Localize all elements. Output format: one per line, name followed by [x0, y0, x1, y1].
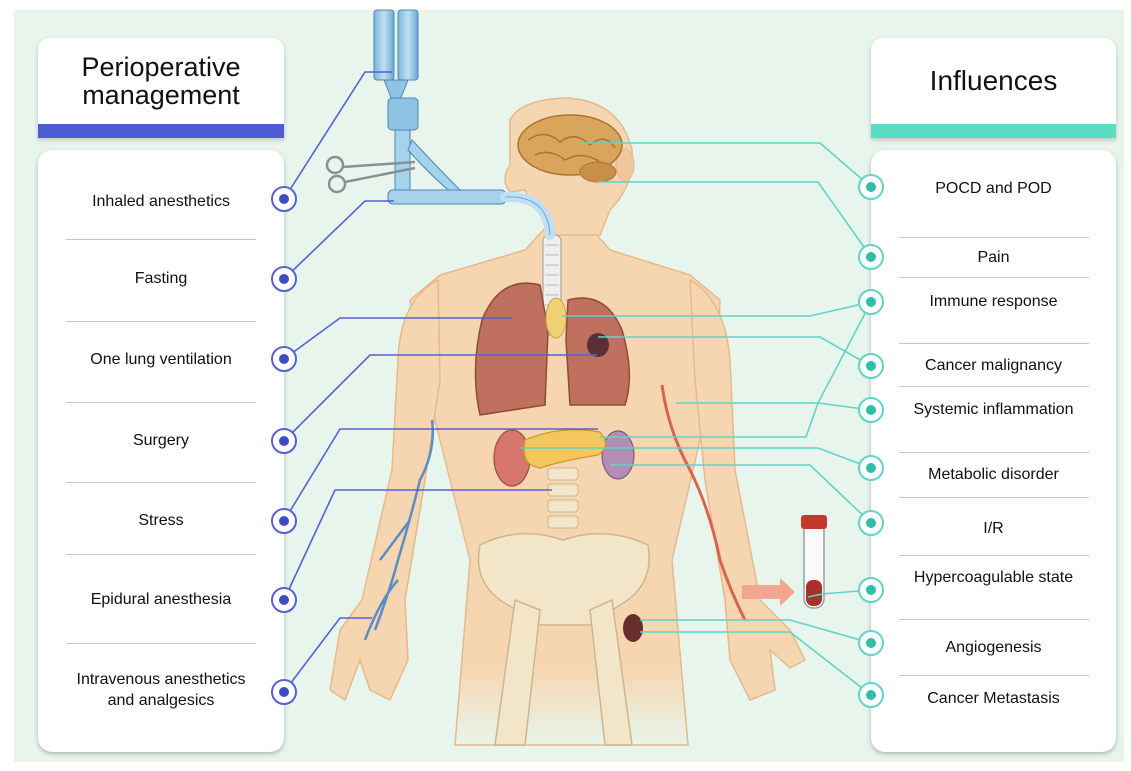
- marker-icon: [859, 631, 883, 655]
- marker-icon: [859, 175, 883, 199]
- marker-icon: [859, 354, 883, 378]
- spleen-icon: [602, 431, 634, 479]
- marker-icon: [859, 290, 883, 314]
- right-markers: [859, 175, 883, 707]
- marker-icon: [859, 683, 883, 707]
- marker-icon: [859, 511, 883, 535]
- thymus-icon: [546, 298, 566, 338]
- marker-icon: [272, 680, 296, 704]
- marker-icon: [272, 267, 296, 291]
- marker-icon: [859, 245, 883, 269]
- marker-icon: [272, 347, 296, 371]
- marker-icon: [859, 456, 883, 480]
- marker-icon: [272, 509, 296, 533]
- marker-icon: [859, 398, 883, 422]
- metastasis-icon: [623, 614, 643, 642]
- marker-icon: [272, 429, 296, 453]
- marker-icon: [272, 588, 296, 612]
- kidney-icon: [494, 430, 530, 486]
- left-markers: [272, 187, 296, 704]
- marker-icon: [859, 578, 883, 602]
- marker-icon: [272, 187, 296, 211]
